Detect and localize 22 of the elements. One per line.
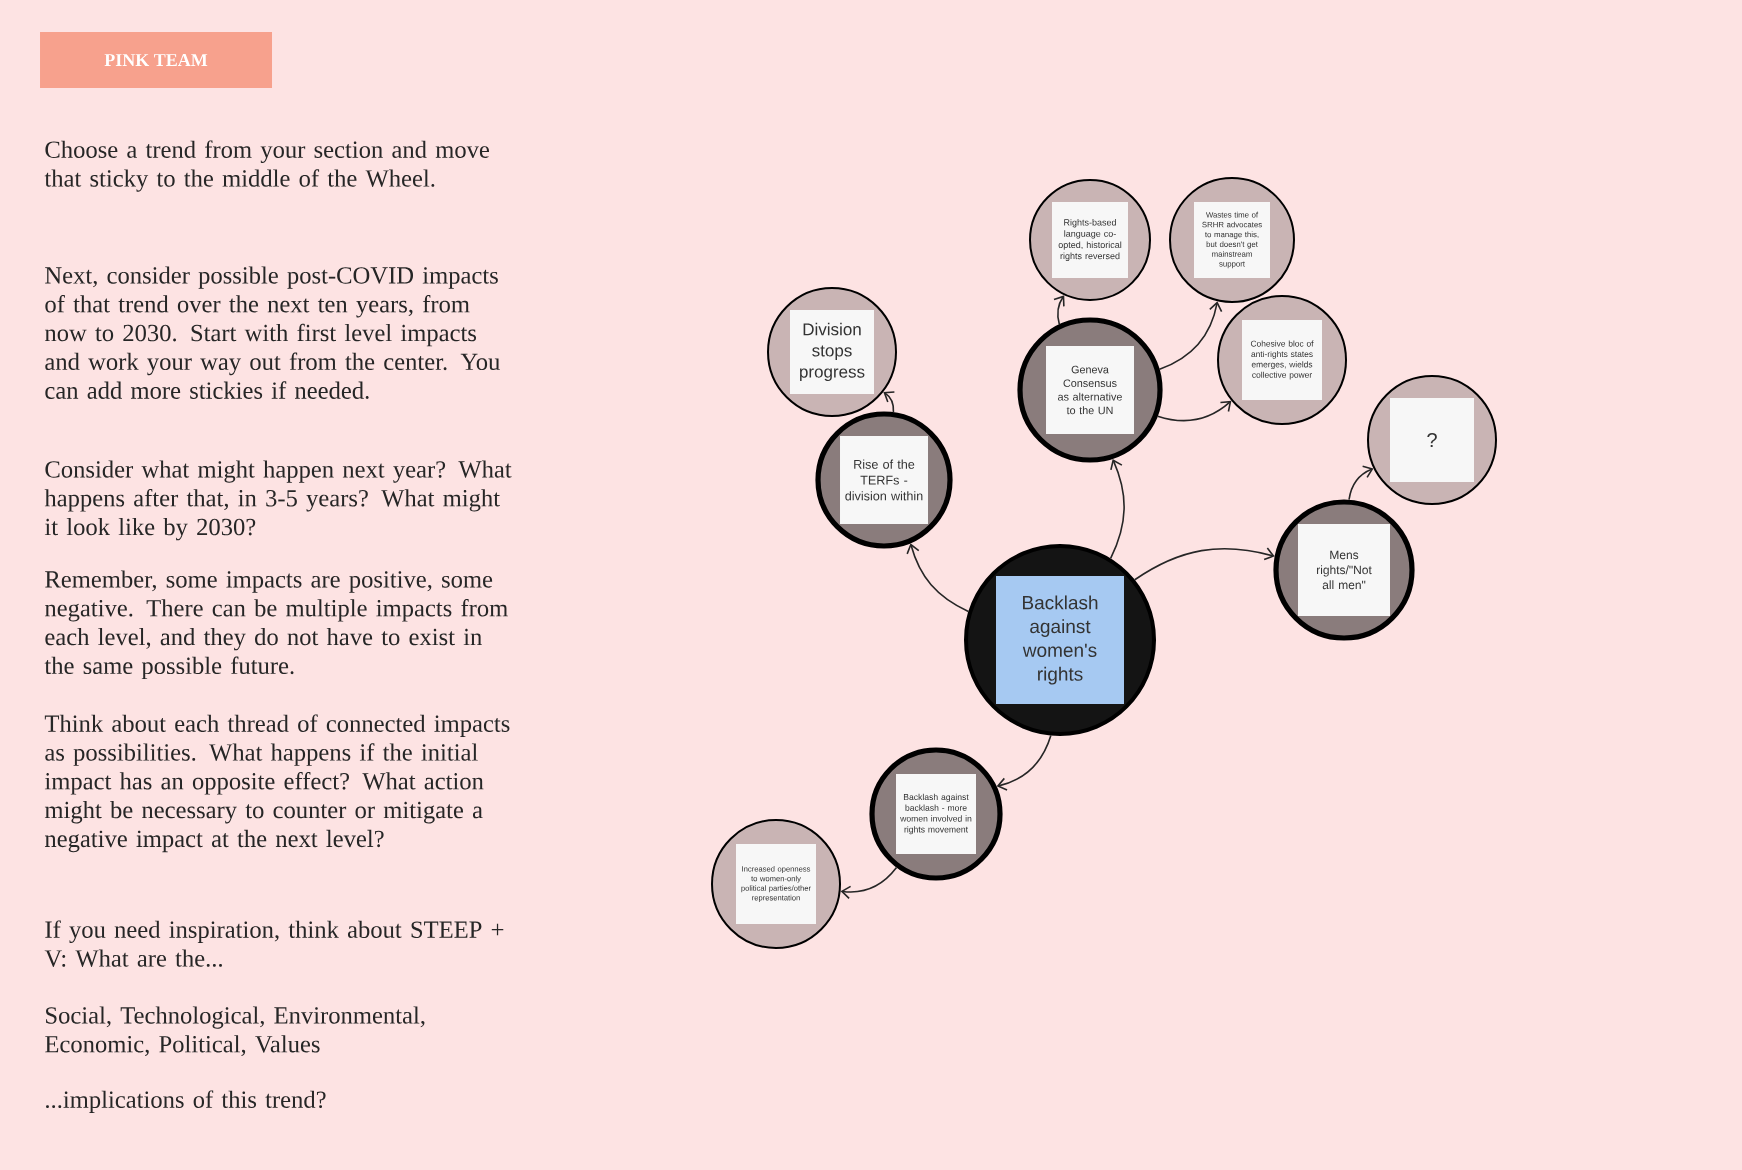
circle-with-sticky-note: ? — [1367, 375, 1497, 505]
instruction-paragraph: Choose a trend from your section and move that sticky to the middle of the Wheel. — [44, 140, 489, 192]
arrow — [1156, 400, 1232, 422]
instruction-paragraph: Social, Technological, Environmental, Economic, Political, Values — [45, 1006, 425, 1057]
arrow — [996, 734, 1052, 791]
title-badge: PINK TEAM — [40, 32, 272, 88]
instruction-paragraph: Consider what might happen next year? What happens after that, in 3-5 years? What might it look like by 2030? — [44, 460, 512, 541]
arrow — [1158, 301, 1223, 371]
instruction-paragraph: Think about each thread of connected impacts as possibilities. What happens if the initial impact has an opposite effect? What action might be necessary to counter or mitigate a negative impact at the next level? — [44, 714, 510, 853]
arrow — [840, 866, 898, 900]
arrow — [906, 543, 970, 613]
arrow — [1053, 295, 1065, 325]
instruction-paragraph: Remember, some impacts are positive, some negative. There can be multiple impacts from each level, and they do not have to exist in the same possible future. — [44, 570, 508, 680]
arrow — [1133, 547, 1275, 581]
instruction-paragraph: If you need inspiration, think about STEEP + V: What are the... — [44, 920, 504, 967]
arrow — [883, 391, 896, 413]
arrow — [1348, 465, 1374, 501]
arrow — [1109, 458, 1125, 560]
circle-with-sticky-note: Backlash against women's rights — [964, 544, 1156, 736]
instruction-paragraph: ...implications of this trend? — [46, 1090, 326, 1113]
circle-with-sticky-note: Division stops progress — [767, 287, 897, 417]
instruction-paragraph: Next, consider possible post-COVID impacts of that trend over the next ten years, from now to 2030. Start with first level impacts and work your way out from the center. You can add more stickies if needed. — [45, 266, 500, 399]
